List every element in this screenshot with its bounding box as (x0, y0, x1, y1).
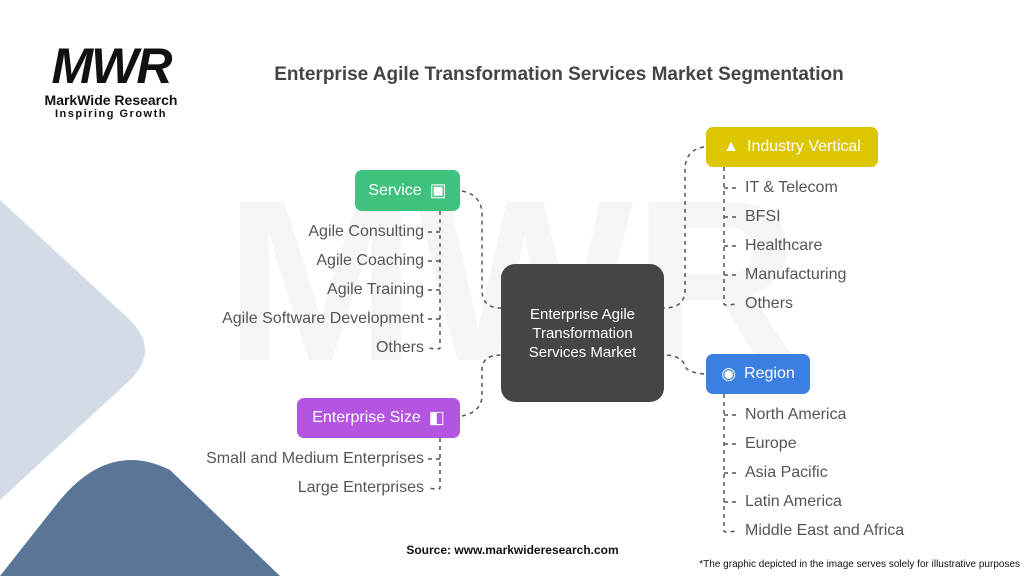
list-item: Healthcare (745, 237, 823, 254)
enterprise-size-node: Enterprise Size ◧ (297, 398, 460, 438)
brand-logo: MWR MarkWide Research Inspiring Growth (36, 40, 186, 120)
center-node: Enterprise Agile Transformation Services… (501, 264, 664, 402)
list-item: Agile Coaching (316, 252, 424, 269)
region-label: Region (744, 365, 795, 382)
list-item: BFSI (745, 208, 781, 225)
list-item: Agile Training (327, 281, 424, 298)
list-item: Small and Medium Enterprises (206, 450, 424, 467)
list-item: Agile Consulting (308, 223, 424, 240)
list-item: Europe (745, 435, 797, 452)
list-item: Others (745, 295, 794, 312)
list-item: North America (745, 406, 847, 423)
region-node: ◉ Region (706, 354, 810, 394)
list-item: Others (375, 339, 424, 356)
industry-vertical-label: Industry Vertical (747, 138, 861, 155)
source-text: Source: www.markwideresearch.com (406, 543, 619, 557)
list-item: Middle East and Africa (745, 522, 905, 539)
list-item: Large Enterprises (297, 479, 424, 496)
enterprise-size-label: Enterprise Size (312, 409, 421, 426)
globe-icon: ◉ (721, 364, 737, 383)
industry-vertical-node: ▲ Industry Vertical (706, 127, 878, 167)
list-item: Agile Software Development (222, 310, 424, 327)
list-item: Latin America (745, 493, 842, 510)
size-icon: ◧ (428, 408, 445, 427)
list-item: Asia Pacific (745, 464, 828, 481)
footnote: *The graphic depicted in the image serve… (699, 559, 1020, 570)
brand-name: MarkWide Research (44, 92, 178, 108)
service-node: Service ▣ (355, 170, 460, 211)
logo-mark: MWR (51, 38, 173, 94)
page-title: Enterprise Agile Transformation Services… (274, 64, 844, 85)
list-item: IT & Telecom (745, 179, 838, 196)
chart-icon: ▲ (723, 138, 739, 155)
brand-tagline: Inspiring Growth (55, 108, 167, 120)
box-icon: ▣ (429, 180, 447, 200)
service-label: Service (368, 181, 422, 199)
list-item: Manufacturing (745, 266, 847, 283)
